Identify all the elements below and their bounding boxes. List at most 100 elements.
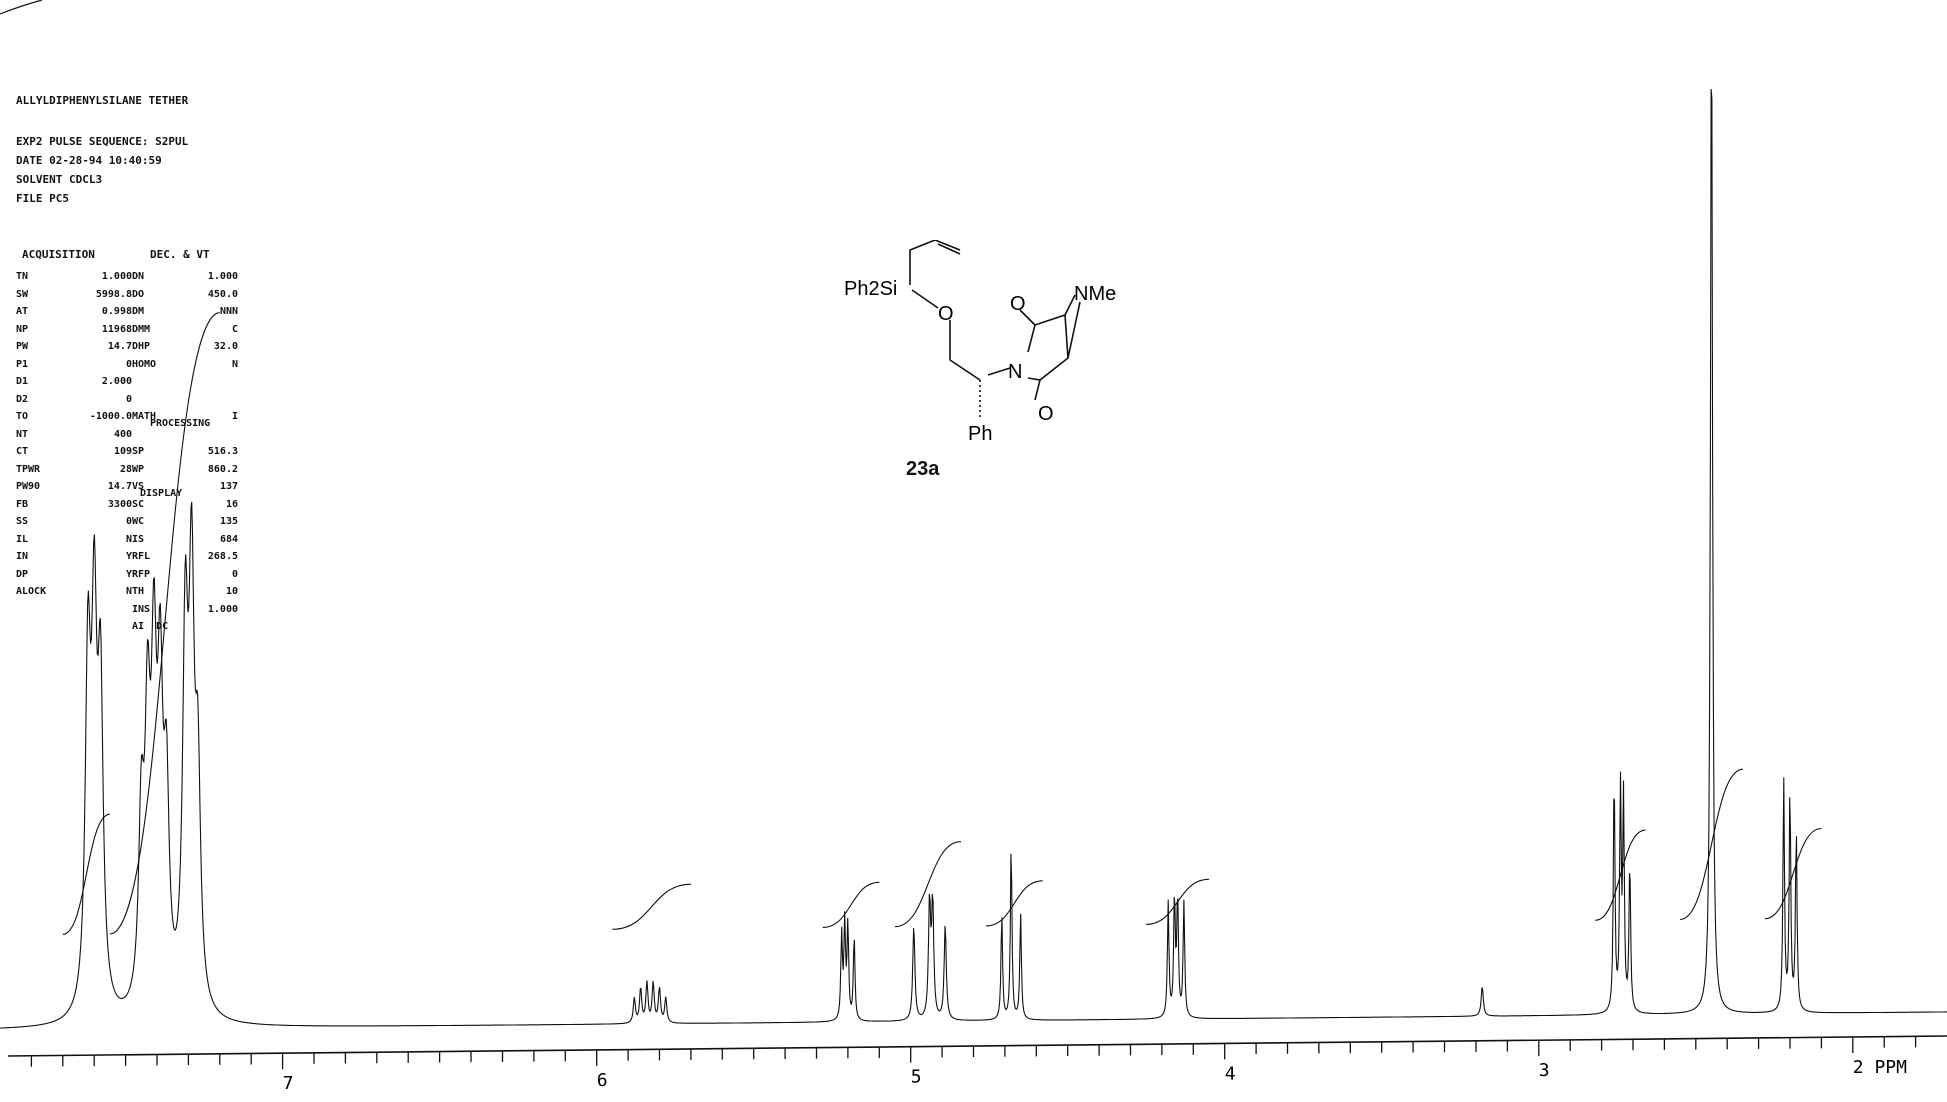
tick-label: 6 <box>597 1070 608 1091</box>
param-label: TPWR <box>16 463 41 475</box>
param-value: I <box>231 411 238 422</box>
param-label: CT <box>16 446 29 457</box>
integral-curve <box>612 883 691 930</box>
param-value: 32.0 <box>213 341 238 352</box>
param-label: PW <box>16 341 29 352</box>
param-label: SP <box>132 446 145 457</box>
param-value: NNN <box>219 306 238 317</box>
integral-curve <box>822 881 880 928</box>
param-label: TN <box>16 271 29 282</box>
tick-label: 7 <box>283 1073 294 1094</box>
param-value: 450.0 <box>207 288 238 300</box>
date-line: DATE 02-28-94 10:40:59 <box>16 154 162 167</box>
tick-label: 2 PPM <box>1853 1057 1907 1078</box>
param-value: 135 <box>219 516 238 527</box>
param-value: 400 <box>113 428 132 440</box>
acq-param-row: TO-1000.0 <box>16 408 132 426</box>
acq-param-row: FB 3300 <box>16 496 132 514</box>
integral-curve <box>1595 829 1646 921</box>
param-label: MATH <box>132 411 157 422</box>
param-label: DN <box>132 271 145 282</box>
param-label: ALOCK <box>16 586 47 597</box>
param-label: RFP <box>132 568 151 580</box>
param-label: FB <box>16 498 29 510</box>
corner-mark <box>0 0 43 15</box>
file-line: FILE PC5 <box>16 192 69 205</box>
molecular-structure: Ph2Si O O NMe N Ph O <box>844 240 1116 445</box>
param-label: D1 <box>16 376 29 387</box>
x-axis <box>7 1035 1947 1057</box>
param-label: IS <box>132 533 145 545</box>
param-label: IL <box>16 533 29 545</box>
integral-curve <box>109 312 220 935</box>
acq-param-row: D1 2.000 <box>16 373 132 391</box>
x-axis-ticks <box>30 1036 1917 1070</box>
integral-curve <box>894 841 961 928</box>
dec-param-row: IS 684 <box>132 531 238 549</box>
param-label: IN <box>16 551 29 562</box>
dec-param-row: TH 10 <box>132 583 238 601</box>
integral-curve <box>1764 827 1822 920</box>
ether-o-label: O <box>938 303 954 325</box>
aziridine-bonds <box>1064 294 1081 359</box>
param-label: DM <box>132 306 145 317</box>
acquisition-title: ACQUISITION <box>22 248 95 261</box>
integral-curves <box>62 312 1822 935</box>
o-ch2-bond <box>949 320 981 381</box>
dec-param-row <box>132 391 238 409</box>
param-label: TH <box>132 586 145 597</box>
param-label: D2 <box>16 393 29 405</box>
param-label: SC <box>132 498 145 510</box>
param-label: VS <box>132 481 145 492</box>
param-label: DHP <box>132 341 151 352</box>
param-value: 2.000 <box>101 376 132 387</box>
param-value: 860.2 <box>207 463 238 475</box>
param-value: C <box>231 323 238 335</box>
si-o-bond <box>911 289 939 309</box>
processing-title: PROCESSING <box>150 418 211 429</box>
param-label: SS <box>16 516 29 527</box>
param-value: 3300 <box>107 498 132 510</box>
param-value: 28 <box>119 463 132 475</box>
acq-param-row: TPWR 28 <box>16 461 132 479</box>
param-value: N <box>125 533 132 545</box>
param-label: AT <box>16 306 29 317</box>
param-label: AI DC <box>132 621 169 632</box>
imide-n-label: N <box>1008 361 1022 383</box>
param-label: NT <box>16 428 29 440</box>
param-value: 684 <box>219 533 238 545</box>
phenyl-label: Ph <box>968 423 992 445</box>
carbonyl-o-top-label: O <box>1010 293 1026 315</box>
dec-vt-title: DEC. & VT <box>150 248 210 261</box>
param-value: 10 <box>225 586 238 597</box>
param-value: 0.998 <box>101 306 132 317</box>
dec-param-row: AI DC <box>132 618 238 636</box>
allyl-bond <box>909 240 961 285</box>
param-label: RFL <box>132 551 151 562</box>
integral-curve <box>986 880 1043 927</box>
param-value: -1000.0 <box>89 411 132 422</box>
spectrum-trace <box>0 88 1947 1029</box>
param-value: Y <box>125 568 132 580</box>
acq-param-row: AT 0.998 <box>16 303 132 321</box>
exp-line: EXP2 PULSE SEQUENCE: S2PUL <box>16 135 189 148</box>
param-value: 0 <box>125 393 132 405</box>
param-value: 0 <box>231 568 238 580</box>
param-label: DO <box>132 288 145 300</box>
dec-param-row: DM NNN <box>132 303 238 321</box>
param-value: 0 <box>125 358 132 370</box>
